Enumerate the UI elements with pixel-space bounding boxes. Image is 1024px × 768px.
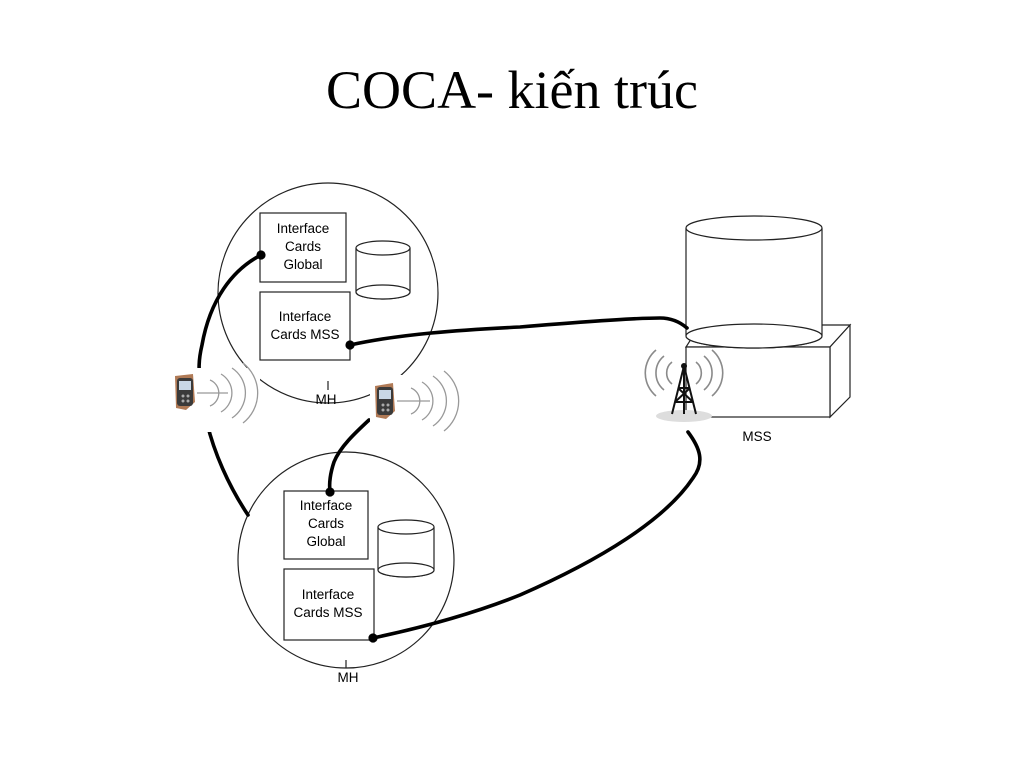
link-phone-mid-to-bottom-global: [327, 418, 371, 494]
mh-top-card-mss-line-1: Interface: [279, 309, 332, 324]
mh-bottom-card-mss-line-2: Cards MSS: [293, 605, 362, 620]
mh-top-card-mss-line-2: Cards MSS: [270, 327, 339, 342]
link-phone-left-to-bottom-mh: [205, 421, 250, 517]
mh-top-card-global-line-3: Global: [283, 257, 322, 272]
mss-label: MSS: [742, 429, 771, 444]
link-endpoints: [256, 250, 378, 643]
mh-bottom-card-global-box: [283, 490, 369, 560]
mh-bottom-card-global-line-2: Cards: [308, 516, 344, 531]
mh-bottom: Interface Cards Global Interface Cards M…: [237, 451, 455, 685]
mh-bottom-label: MH: [338, 670, 359, 685]
wireless-signal-icon: [397, 370, 460, 432]
wireless-signal-icon: [197, 362, 259, 424]
database-icon: [355, 240, 411, 300]
link-tower-to-bottom-mss: [371, 430, 702, 640]
link-top-mss-to-server: [348, 316, 689, 347]
mobile-device-left: [170, 362, 260, 432]
mh-top-card-mss-box: [259, 291, 351, 361]
mh-top-card-global-box: [259, 212, 347, 283]
mobile-phone-icon: [175, 374, 195, 410]
mobile-phone-icon: [375, 383, 395, 419]
mh-bottom-card-mss-line-1: Interface: [302, 587, 355, 602]
cell-tower-icon: [644, 349, 724, 422]
slide-title: COCA- kiến trúc: [326, 60, 698, 120]
mh-bottom-card-global-line-3: Global: [306, 534, 345, 549]
database-icon: [685, 215, 823, 349]
mh-top-label: MH: [316, 392, 337, 407]
mh-bottom-card-global-line-1: Interface: [300, 498, 353, 513]
mh-top-card-global-line-2: Cards: [285, 239, 321, 254]
mh-bottom-card-mss-box: [283, 568, 375, 641]
mobile-device-middle: [370, 370, 465, 443]
database-icon: [377, 519, 435, 578]
mh-top-card-global-line-1: Interface: [277, 221, 330, 236]
mh-top: Interface Cards Global Interface Cards M…: [217, 182, 439, 407]
mss-server: [684, 215, 852, 419]
